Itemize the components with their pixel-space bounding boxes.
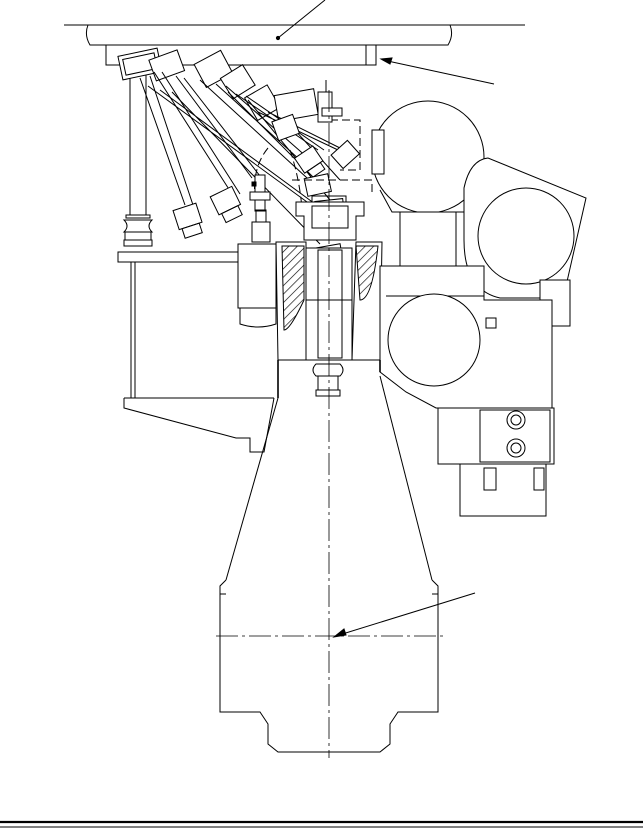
crankshaft-centre-callout	[334, 593, 475, 637]
crane-rail	[106, 45, 376, 65]
crane-rail-callout	[381, 58, 494, 84]
scavenge-air-receiver	[380, 266, 552, 408]
valve-studs	[250, 80, 342, 242]
cylinder-cover	[296, 196, 364, 240]
cylinder-lubricator	[238, 244, 276, 327]
piston-rod	[313, 364, 343, 396]
crane-beam	[64, 25, 525, 45]
turbocharger	[372, 101, 586, 326]
page-bottom-rule	[0, 822, 643, 827]
crane-beam-callout	[278, 0, 325, 38]
auxiliary-blower	[438, 408, 554, 516]
hoist-column	[124, 75, 152, 246]
